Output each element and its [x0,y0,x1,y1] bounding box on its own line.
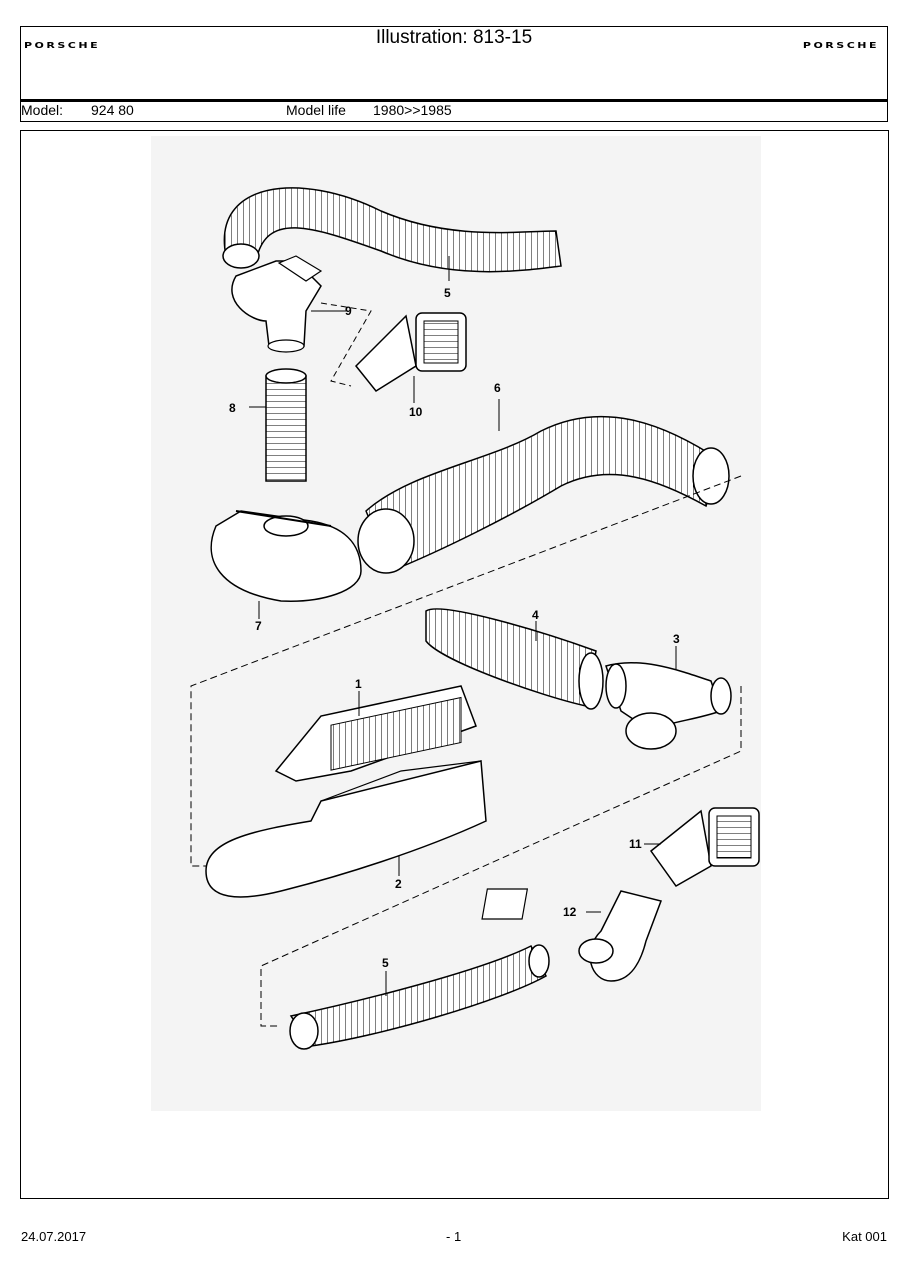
vent-part-11 [649,807,760,887]
porsche-logo-left: PORSCHE [24,40,101,51]
footer-catalog: Kat 001 [842,1229,887,1244]
model-life-value: 1980>>1985 [373,102,452,118]
leader-lines [249,256,677,996]
duct-part-2 [205,760,487,898]
callout-1: 1 [355,677,362,691]
dash-vent-part-1 [274,685,477,782]
callout-5-top: 5 [444,286,451,300]
footer-date: 24.07.2017 [21,1229,87,1244]
callout-8: 8 [229,401,236,415]
callout-2: 2 [395,877,402,891]
model-value: 924 80 [91,102,134,118]
hose-part-8 [265,368,307,482]
callout-3: 3 [673,632,680,646]
header: PORSCHE Illustration: 813-15 PORSCHE Mod… [20,26,888,122]
hose-part-6 [357,415,730,574]
illustration-title: Illustration: 813-15 [375,27,533,48]
elbow-part-12 [481,888,662,982]
vent-part-10 [320,302,467,392]
model-label: Model: [21,102,64,118]
exploded-diagram: 5 9 10 8 6 7 4 3 1 2 11 12 5 [151,136,761,1111]
callout-9: 9 [345,304,352,318]
footer-page-number: - 1 [446,1229,462,1244]
hose-part-4 [425,608,604,710]
parts-illustration: 5 9 10 8 6 7 4 3 1 2 11 12 5 [20,130,889,1199]
model-life-label: Model life [286,102,346,118]
callout-12: 12 [563,905,577,919]
elbow-part-9 [231,255,323,353]
plenum-part-7 [210,510,362,602]
callout-7: 7 [255,619,262,633]
header-divider [21,99,887,102]
callout-5-bottom: 5 [382,956,389,970]
porsche-logo-right: PORSCHE [802,40,879,51]
callout-10: 10 [409,405,423,419]
model-info-row: Model: 924 80 Model life 1980>>1985 [21,101,887,121]
callout-4: 4 [532,608,539,622]
callout-11: 11 [629,837,642,851]
adapter-part-3 [605,662,732,750]
callout-6: 6 [494,381,501,395]
hose-part-5-top [222,187,562,273]
hose-part-5-bottom [289,944,550,1050]
